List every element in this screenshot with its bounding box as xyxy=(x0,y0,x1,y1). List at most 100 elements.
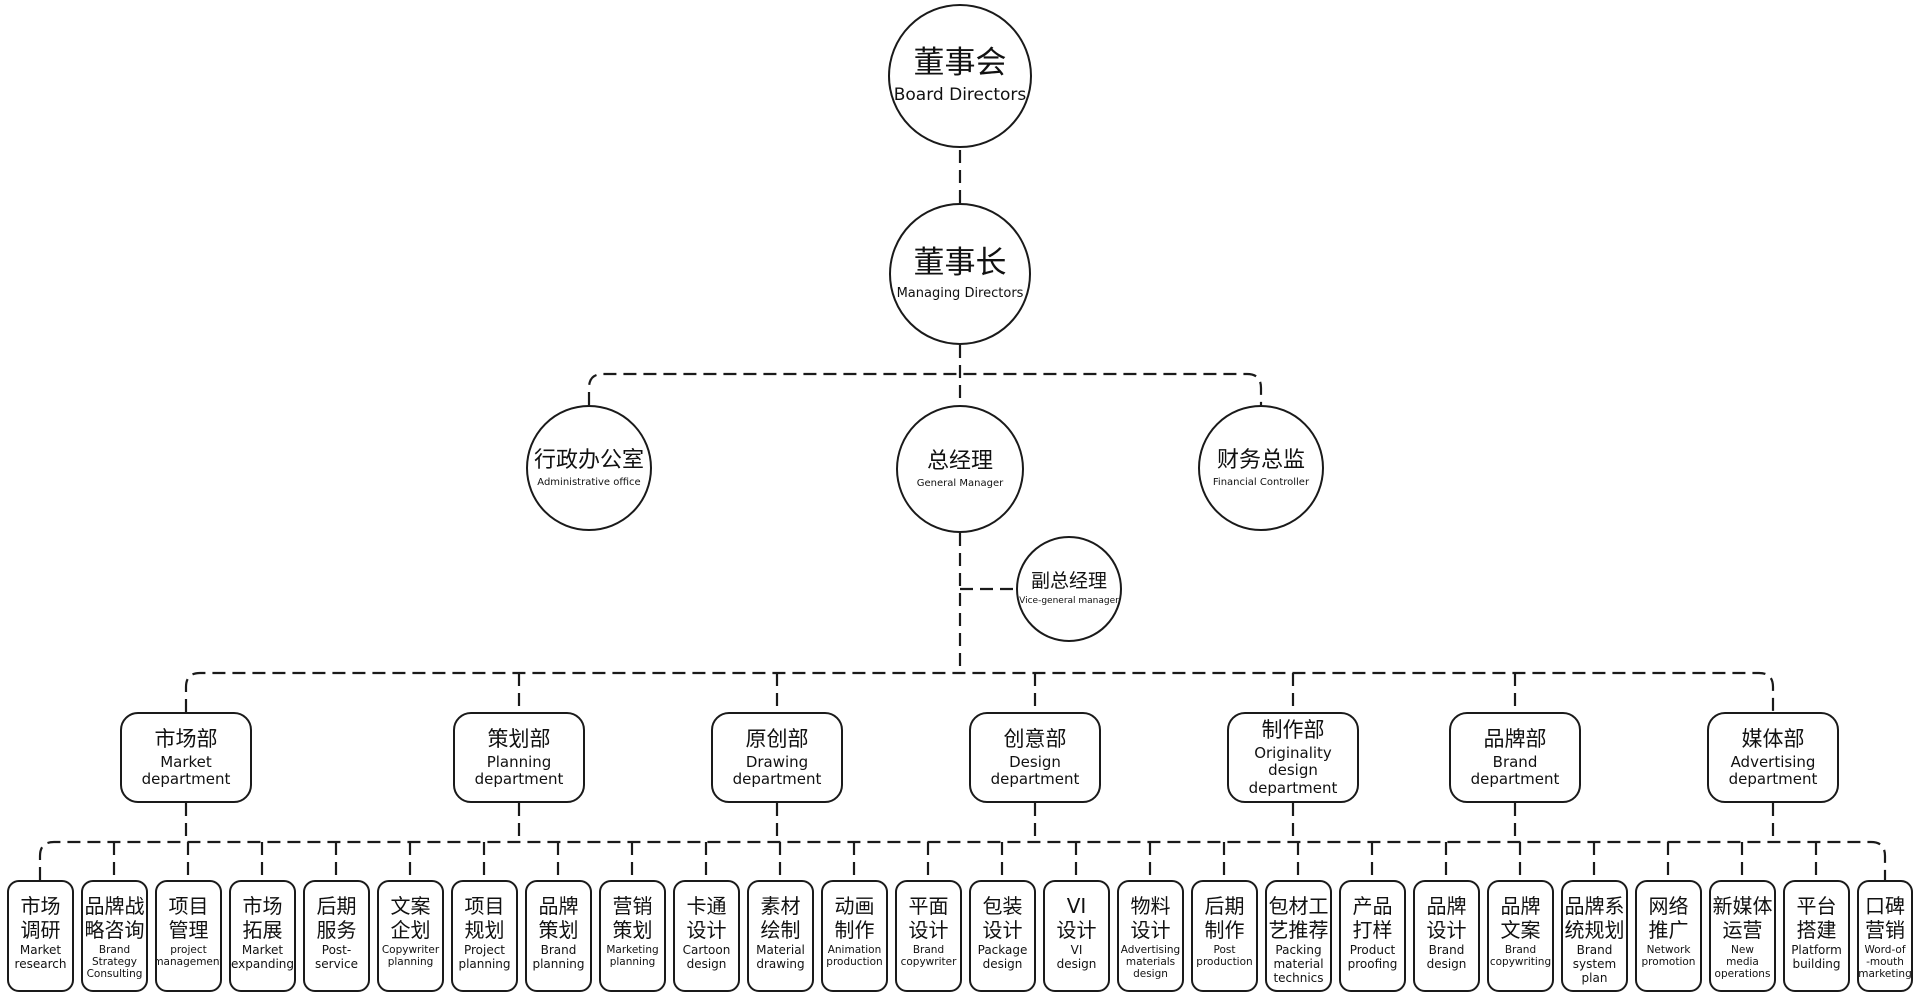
service-zh: 文案 企划 xyxy=(390,894,431,942)
dept-market-en: Market department xyxy=(141,752,231,789)
service-zh: 后期 制作 xyxy=(1204,894,1245,942)
node-board-en: Board Directors xyxy=(893,85,1027,106)
service-en: Advertising materials design xyxy=(1120,944,1181,981)
dept-design-zh: 创意部 xyxy=(1003,726,1067,751)
dept-design: 创意部 Design department xyxy=(969,712,1101,803)
node-board-zh: 董事会 xyxy=(913,45,1007,82)
node-general-manager-en: General Manager xyxy=(916,477,1004,489)
dept-market-zh: 市场部 xyxy=(154,726,218,751)
service-zh: 产品 打样 xyxy=(1352,894,1393,942)
dept-advertising-en: Advertising department xyxy=(1728,752,1818,789)
dept-originality-design-en: Originality design department xyxy=(1248,744,1338,797)
service-zh: 网络 推广 xyxy=(1648,894,1689,942)
service-en: Brand design xyxy=(1426,943,1467,971)
node-financial-controller-zh: 财务总监 xyxy=(1216,447,1305,473)
service-zh: 品牌战 略咨询 xyxy=(84,894,145,942)
service-en: Marketing planning xyxy=(606,944,659,969)
dept-originality-design: 制作部 Originality design department xyxy=(1227,712,1359,803)
service-en: Brand Strategy Consulting xyxy=(86,944,143,981)
node-managing-zh: 董事长 xyxy=(913,244,1007,281)
service-zh: 平台 搭建 xyxy=(1796,894,1837,942)
service-en: Copywriter planning xyxy=(381,944,440,969)
service-zh: 后期 服务 xyxy=(316,894,357,942)
service-zh: 市场 调研 xyxy=(20,894,61,942)
service-en: Brand system plan xyxy=(1572,943,1617,985)
node-admin-office-zh: 行政办公室 xyxy=(533,447,644,473)
service-zh: 包材工 艺推荐 xyxy=(1268,894,1329,942)
service-zh: VI 设计 xyxy=(1056,894,1097,942)
service-en: Packing material technics xyxy=(1273,943,1324,985)
service-en: Post- service xyxy=(315,943,358,971)
dept-planning-zh: 策划部 xyxy=(487,726,551,751)
service-en: Brand copywriting xyxy=(1489,944,1552,969)
node-general-manager-zh: 总经理 xyxy=(926,448,993,474)
dept-brand-zh: 品牌部 xyxy=(1483,726,1547,751)
node-managing: 董事长 Managing Directors xyxy=(889,203,1031,345)
connector-top-branch xyxy=(587,372,1263,405)
node-vice-gm-en: Vice-general manager xyxy=(1019,596,1119,607)
dept-advertising: 媒体部 Advertising department xyxy=(1707,712,1839,803)
dept-advertising-zh: 媒体部 xyxy=(1741,726,1805,751)
service-en: Brand copywriter xyxy=(900,944,957,969)
service-en: Animation production xyxy=(826,944,883,969)
service-zh: 品牌 文案 xyxy=(1500,894,1541,942)
service-en: Market expanding xyxy=(230,943,295,971)
service-zh: 素材 绘制 xyxy=(760,894,801,942)
service-en: Post production xyxy=(1196,944,1253,969)
dept-market: 市场部 Market department xyxy=(120,712,252,803)
service-en: Brand planning xyxy=(532,943,585,971)
connector-service-bus xyxy=(38,840,1887,880)
service-zh: 平面 设计 xyxy=(908,894,949,942)
service-en: New media operations xyxy=(1714,944,1771,981)
service-en: Project planning xyxy=(458,943,511,971)
node-board: 董事会 Board Directors xyxy=(888,4,1032,148)
dept-drawing-zh: 原创部 xyxy=(745,726,809,751)
node-vice-gm: 副总经理 Vice-general manager xyxy=(1016,536,1122,642)
node-admin-office: 行政办公室 Administrative office xyxy=(526,405,652,531)
service-zh: 市场 拓展 xyxy=(242,894,283,942)
dept-planning-en: Planning department xyxy=(474,752,564,789)
dept-drawing-en: Drawing department xyxy=(732,752,822,789)
service-zh: 物料 设计 xyxy=(1130,894,1171,942)
service-zh: 品牌 设计 xyxy=(1426,894,1467,942)
service-zh: 营销 策划 xyxy=(612,894,653,942)
node-managing-en: Managing Directors xyxy=(896,286,1024,302)
node-admin-office-en: Administrative office xyxy=(537,476,641,488)
dept-planning: 策划部 Planning department xyxy=(453,712,585,803)
service-en: Network promotion xyxy=(1641,944,1696,969)
service-en: Product proofing xyxy=(1347,943,1398,971)
service-zh: 品牌 策划 xyxy=(538,894,579,942)
service-zh: 动画 制作 xyxy=(834,894,875,942)
dept-design-en: Design department xyxy=(990,752,1080,789)
service-en: Market research xyxy=(14,943,67,971)
service-zh: 品牌系 统规划 xyxy=(1564,894,1625,942)
service-zh: 项目 管理 xyxy=(168,894,209,942)
dept-brand: 品牌部 Brand department xyxy=(1449,712,1581,803)
service-zh: 口碑 营销 xyxy=(1865,894,1905,942)
service-en: Package design xyxy=(977,943,1028,971)
service-zh: 项目 规划 xyxy=(464,894,505,942)
node-general-manager: 总经理 General Manager xyxy=(896,405,1024,533)
service-en: project management xyxy=(155,944,222,969)
